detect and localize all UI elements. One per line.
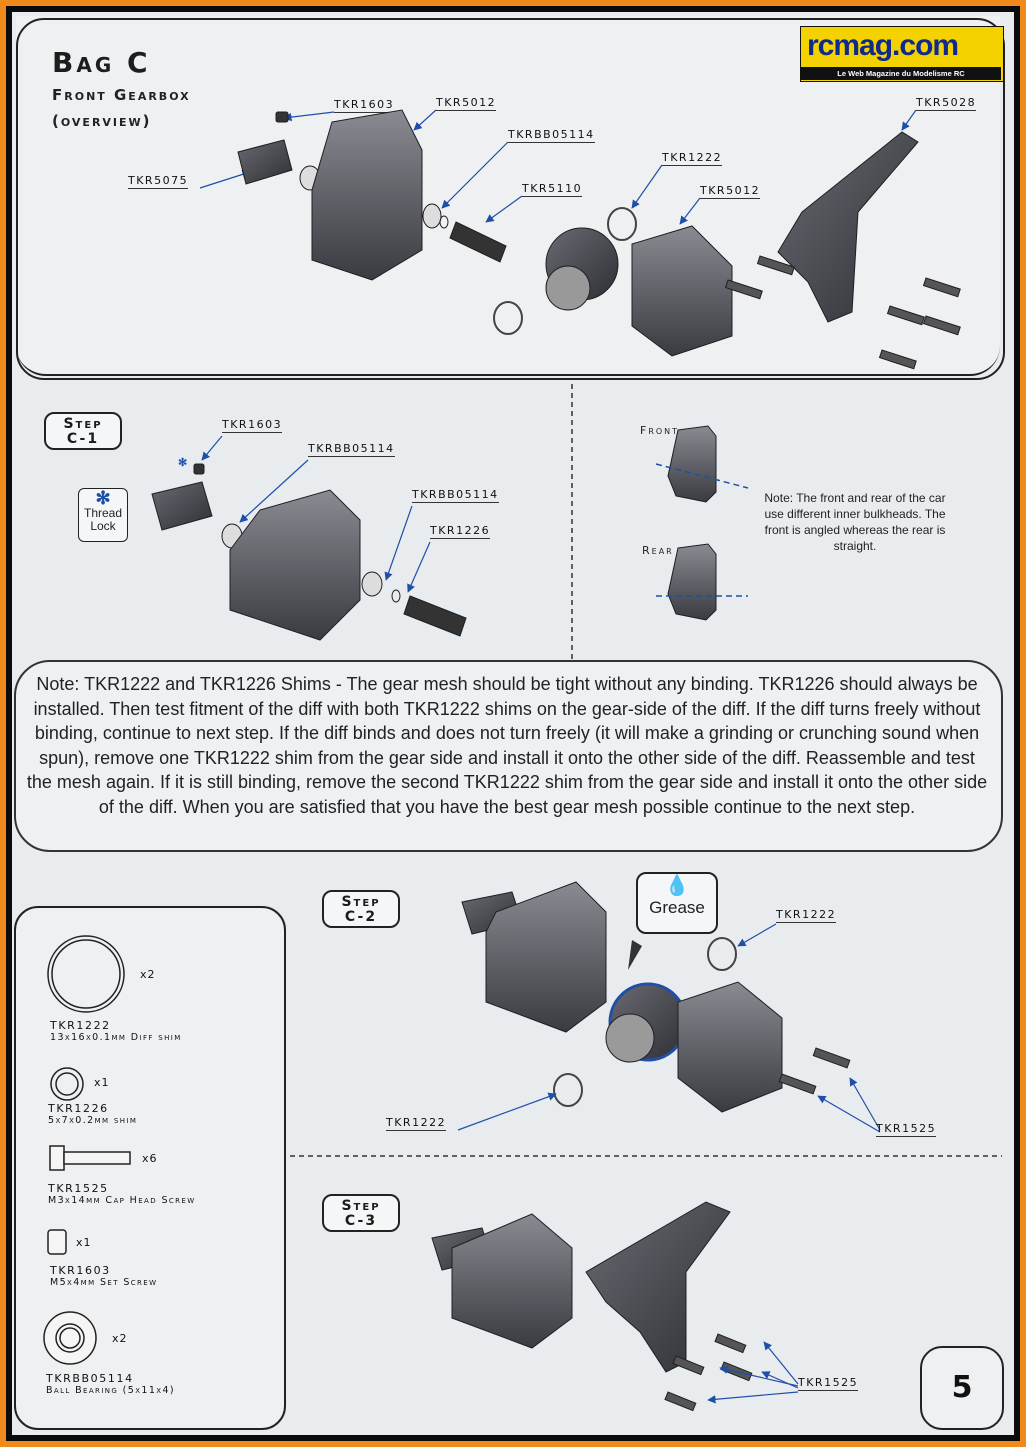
part-code: TKR1222 (50, 1019, 111, 1032)
part-code: TKR1603 (50, 1264, 111, 1277)
part-desc: 5x7x0.2mm shim (48, 1115, 138, 1126)
overview-parts (237, 109, 961, 370)
qty-tkrbb05114: x2 (112, 1332, 128, 1345)
overview-label-tkr5075: TKR5075 (128, 174, 189, 189)
step-c1-number: C-1 (66, 431, 100, 447)
overview-label-tkr1603: TKR1603 (334, 98, 395, 113)
page-number-badge: 5 (920, 1346, 1004, 1430)
qty-tkr1222: x2 (140, 968, 156, 981)
manual-page: Bag C Front Gearbox (overview) rcmag.com… (12, 12, 1014, 1435)
part-code: TKRBB05114 (46, 1372, 134, 1385)
qty-tkr1525: x6 (142, 1152, 158, 1165)
part-desc: M5x4mm Set Screw (50, 1277, 158, 1288)
c1-label-tkrbb05114-a: TKRBB05114 (308, 442, 395, 457)
c2-label-tkr1222-a: TKR1222 (776, 908, 837, 923)
qty-tkr1603: x1 (76, 1236, 92, 1249)
page-title: Bag C (52, 46, 151, 79)
grease-badge: 💧 Grease (636, 872, 718, 934)
grease-label: Grease (649, 898, 705, 917)
set-screw-asterisk-icon: ✻ (178, 457, 188, 469)
overview-border (16, 18, 1005, 380)
step-c2-number: C-2 (344, 909, 378, 925)
step-c3-word: Step (341, 1198, 381, 1214)
shim-note-box (14, 660, 1003, 852)
thread-lock-badge: ✻ Thread Lock (78, 488, 128, 542)
overview-label-tkrbb05114: TKRBB05114 (508, 128, 595, 143)
rcmag-logo: rcmag.com Le Web Magazine du Modelisme R… (800, 26, 1004, 82)
step-c3-number: C-3 (344, 1213, 378, 1229)
rear-bulkhead-label: Rear (642, 544, 674, 557)
part-tkr1226: TKR1226 5x7x0.2mm shim (48, 1102, 137, 1126)
grease-drop-icon: 💧 (664, 875, 690, 897)
step-c1-word: Step (63, 416, 103, 432)
illustration-layer (43, 109, 1002, 1412)
overview-label-tkr5028: TKR5028 (916, 96, 977, 111)
part-tkr1525: TKR1525 M3x14mm Cap Head Screw (48, 1182, 196, 1206)
thread-lock-label-2: Lock (90, 519, 116, 533)
thread-lock-asterisk-icon: ✻ (95, 488, 111, 508)
c1-label-tkr1226: TKR1226 (430, 524, 491, 539)
step-c1-badge: Step C-1 (44, 412, 122, 450)
shim-note-text: Note: TKR1222 and TKR1226 Shims - The ge… (26, 674, 988, 817)
logo-text: rcmag.com (807, 29, 959, 62)
part-desc: M3x14mm Cap Head Screw (48, 1195, 196, 1206)
overview-label-tkr5012-a: TKR5012 (436, 96, 497, 111)
step-c2-word: Step (341, 894, 381, 910)
part-desc: 13x16x0.1mm Diff shim (50, 1032, 182, 1043)
part-tkr1222: TKR1222 13x16x0.1mm Diff shim (50, 1019, 182, 1043)
c2-label-tkr1222-b: TKR1222 (386, 1116, 447, 1131)
qty-tkr1226: x1 (94, 1076, 110, 1089)
logo-tagline: Le Web Magazine du Modelisme RC (801, 67, 1001, 80)
overview-label-tkr5012-b: TKR5012 (700, 184, 761, 199)
step-c2-badge: Step C-2 (322, 890, 400, 928)
c3-label-tkr1525: TKR1525 (798, 1376, 859, 1391)
part-desc: Ball Bearing (5x11x4) (46, 1385, 176, 1396)
part-code: TKR1226 (48, 1102, 109, 1115)
front-bulkhead-label: Front (640, 424, 680, 437)
part-tkrbb05114: TKRBB05114 Ball Bearing (5x11x4) (46, 1372, 175, 1396)
section-subtitle: Front Gearbox (52, 86, 191, 104)
c1-label-tkrbb05114-b: TKRBB05114 (412, 488, 499, 503)
part-tkr1603: TKR1603 M5x4mm Set Screw (50, 1264, 157, 1288)
part-code: TKR1525 (48, 1182, 109, 1195)
section-subtitle-2: (overview) (52, 112, 152, 130)
overview-label-tkr5110: TKR5110 (522, 182, 583, 197)
overview-label-tkr1222: TKR1222 (662, 151, 723, 166)
step-c3-badge: Step C-3 (322, 1194, 400, 1232)
parts-list-panel (14, 906, 286, 1430)
bulkhead-side-note: Note: The front and rear of the car use … (764, 491, 946, 553)
c2-label-tkr1525: TKR1525 (876, 1122, 937, 1137)
c1-label-tkr1603: TKR1603 (222, 418, 283, 433)
page-number: 5 (951, 1370, 973, 1405)
thread-lock-label-1: Thread (83, 506, 123, 520)
